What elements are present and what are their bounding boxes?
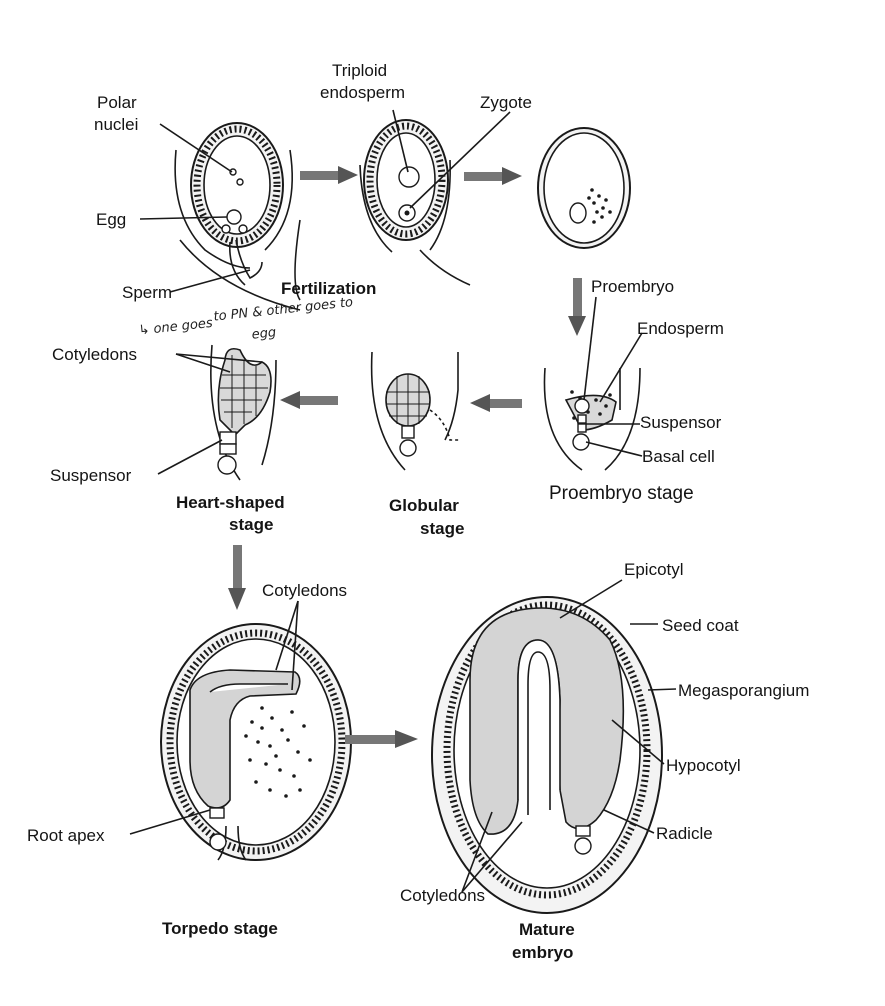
arrow-to-proembryo [568,278,586,336]
svg-text:↳ one goes: ↳ one goes [138,316,214,339]
label-basal-cell: Basal cell [642,447,715,466]
title-proembryo-stage: Proembryo stage [549,483,694,504]
label-triploid: Triploid [332,61,387,80]
arrow-fertilization-1 [300,166,358,184]
arrow-fertilization-2 [464,167,522,185]
label-sperm: Sperm [122,283,172,302]
handwritten-annotation: ↳ one goes to PN & other goes to egg [138,295,354,343]
proembryo-figure [543,367,641,471]
ovule-after-fertilization [359,119,471,286]
arrow-to-heart [280,391,338,409]
label-megasporangium: Megasporangium [678,681,809,700]
arrow-to-mature [345,730,418,748]
arrow-to-globular [470,394,522,412]
label-radicle: Radicle [656,824,713,843]
label-cotyledons-heart: Cotyledons [52,345,137,364]
svg-text:to PN & other goes to: to PN & other goes to [213,295,354,325]
title-mature-2: embryo [512,943,573,962]
label-suspensor-proembryo: Suspensor [640,413,722,432]
arrow-to-torpedo [228,545,246,610]
title-globular-1: Globular [389,496,459,515]
torpedo-figure [160,623,352,861]
label-epicotyl: Epicotyl [624,560,684,579]
ovule-early-division [537,127,631,249]
label-proembryo: Proembryo [591,277,674,296]
label-polar: Polar [97,93,137,112]
label-zygote: Zygote [480,93,532,112]
label-suspensor-heart: Suspensor [50,466,132,485]
label-seed-coat: Seed coat [662,616,739,635]
label-endosperm: Endosperm [637,319,724,338]
title-heart-1: Heart-shaped [176,493,285,512]
title-mature-1: Mature [519,920,575,939]
title-fertilization: Fertilization [281,279,376,298]
heart-shaped-figure [210,344,277,481]
svg-text:egg: egg [251,325,277,342]
label-nuclei: nuclei [94,115,138,134]
label-egg: Egg [96,210,126,229]
label-cotyledons-mature: Cotyledons [400,886,485,905]
title-heart-2: stage [229,515,273,534]
torpedo-endosperm-dots [244,706,312,798]
title-globular-2: stage [420,519,464,538]
ovule-before-fertilization [174,122,301,311]
label-endosperm-triploid: endosperm [320,83,405,102]
label-root-apex: Root apex [27,826,105,845]
label-cotyledons-torpedo: Cotyledons [262,581,347,600]
title-torpedo-stage: Torpedo stage [162,919,278,938]
endosperm-dots [587,188,612,224]
label-hypocotyl: Hypocotyl [666,756,741,775]
globular-figure [370,351,460,471]
mature-embryo-figure [431,596,663,914]
